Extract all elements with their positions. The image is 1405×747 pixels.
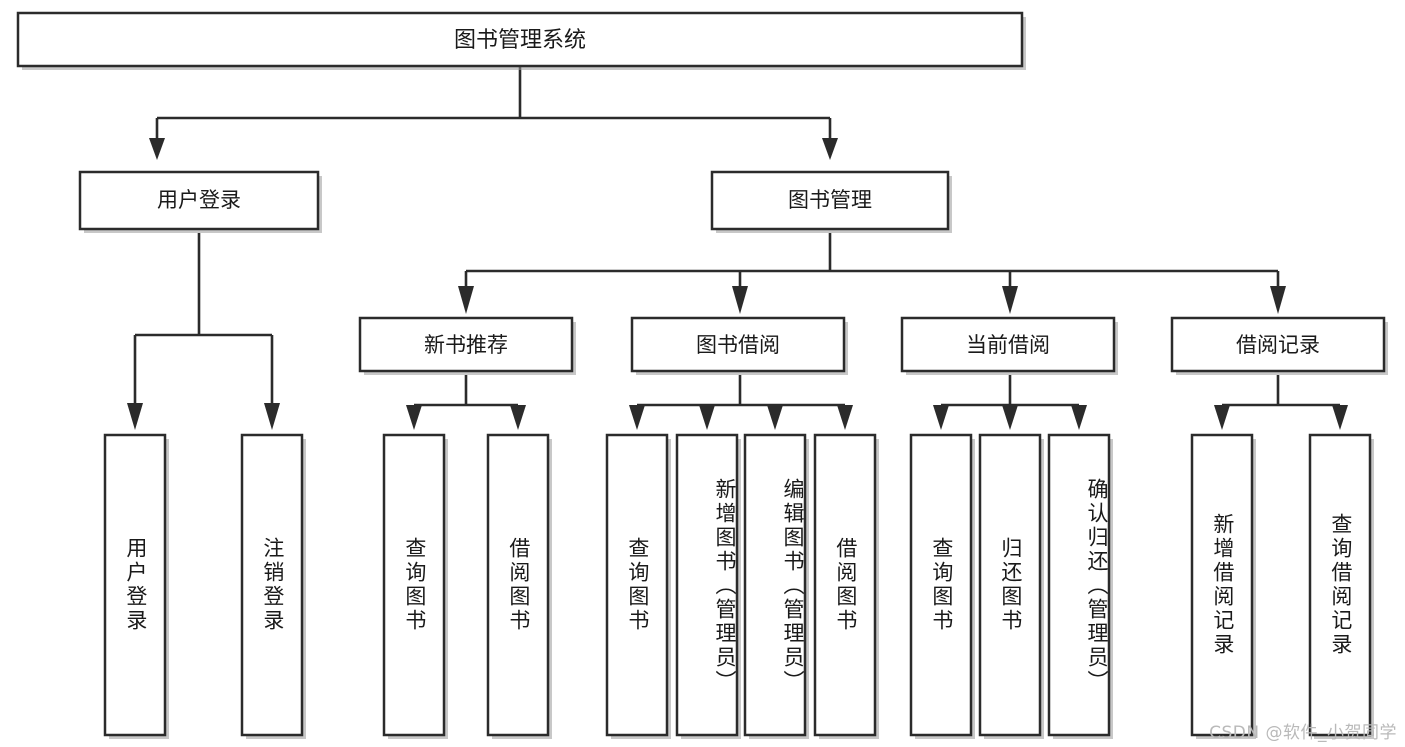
arrow-current-borrow-leaf-2 xyxy=(1002,405,1018,430)
node-book-management-box[interactable] xyxy=(710,170,950,231)
leaf-logout-login-box[interactable] xyxy=(240,433,304,737)
leaf-edit-book-admin-box[interactable] xyxy=(743,433,807,737)
node-root-box[interactable] xyxy=(16,11,1024,68)
node-new-book-recommend-box[interactable] xyxy=(358,316,574,373)
arrow-borrow-record-leaf-1 xyxy=(1214,405,1230,430)
leaf-query-books-3-box[interactable] xyxy=(909,433,973,737)
arrow-bm-to-new-book xyxy=(458,286,474,314)
node-book-management-label: 图书管理 xyxy=(788,188,872,212)
leaf-borrow-books-2-label: 借阅图书 xyxy=(833,537,858,633)
leaf-query-books-3-label: 查询图书 xyxy=(929,537,954,633)
leaf-add-borrow-record-box[interactable] xyxy=(1190,433,1254,737)
leaf-box-group xyxy=(103,433,1374,739)
arrow-book-borrow-leaf-4 xyxy=(837,405,853,430)
arrow-root-to-book-management xyxy=(822,138,838,160)
leaf-query-borrow-record-label: 查询借阅记录 xyxy=(1328,513,1353,657)
node-borrow-record-box[interactable] xyxy=(1170,316,1386,373)
node-user-login-label: 用户登录 xyxy=(157,188,241,212)
node-current-borrow-box[interactable] xyxy=(900,316,1116,373)
arrow-book-borrow-leaf-2 xyxy=(699,405,715,430)
leaf-borrow-books-2-box[interactable] xyxy=(813,433,877,737)
arrow-current-borrow-leaf-3 xyxy=(1071,405,1087,430)
leaf-confirm-return-admin-box[interactable] xyxy=(1047,433,1111,737)
arrow-root-to-user-login xyxy=(149,138,165,160)
arrow-borrow-record-leaf-2 xyxy=(1332,405,1348,430)
node-borrow-record-label: 借阅记录 xyxy=(1236,333,1320,357)
arrow-new-book-leaf-1 xyxy=(406,405,422,430)
leaf-query-borrow-record-box[interactable] xyxy=(1308,433,1372,737)
leaf-query-books-1-box[interactable] xyxy=(382,433,446,737)
leaf-borrow-books-1-box[interactable] xyxy=(486,433,550,737)
node-current-borrow-label: 当前借阅 xyxy=(966,333,1050,357)
node-user-login-box[interactable] xyxy=(78,170,320,231)
arrow-new-book-leaf-2 xyxy=(510,405,526,430)
node-user-login[interactable]: 用户登录 xyxy=(78,170,322,233)
leaf-add-borrow-record-label: 新增借阅记录 xyxy=(1210,513,1235,657)
leaf-user-login-box[interactable] xyxy=(103,433,167,737)
leaf-logout-login-label: 注销登录 xyxy=(260,537,285,633)
node-borrow-record[interactable]: 借阅记录 xyxy=(1170,316,1388,375)
leaf-query-books-1-label: 查询图书 xyxy=(402,537,427,633)
leaf-return-books-box[interactable] xyxy=(978,433,1042,737)
csdn-watermark: CSDN @软件_小贺同学 xyxy=(1209,723,1397,743)
leaf-add-book-admin-label: 新增图书（管理员） xyxy=(713,478,737,694)
arrow-user-login-leaf-2 xyxy=(264,403,280,430)
leaf-query-books-2-box[interactable] xyxy=(605,433,669,737)
leaf-query-books-2-label: 查询图书 xyxy=(625,537,650,633)
arrow-user-login-leaf-1 xyxy=(127,403,143,430)
arrow-bm-to-borrow-record xyxy=(1270,286,1286,314)
connector-group xyxy=(127,66,1348,430)
leaf-add-book-admin-box[interactable] xyxy=(675,433,739,737)
node-root-label: 图书管理系统 xyxy=(454,28,586,53)
arrow-bm-to-current-borrow xyxy=(1002,286,1018,314)
node-current-borrow[interactable]: 当前借阅 xyxy=(900,316,1118,375)
leaf-edit-book-admin-label: 编辑图书（管理员） xyxy=(781,478,805,694)
node-book-borrow-label: 图书借阅 xyxy=(696,333,780,357)
node-book-borrow-box[interactable] xyxy=(630,316,846,373)
node-root[interactable]: 图书管理系统 xyxy=(16,11,1026,70)
arrow-bm-to-book-borrow xyxy=(732,286,748,314)
node-new-book-recommend[interactable]: 新书推荐 xyxy=(358,316,576,375)
node-new-book-recommend-label: 新书推荐 xyxy=(424,333,508,357)
node-book-borrow[interactable]: 图书借阅 xyxy=(630,316,848,375)
leaf-borrow-books-1-label: 借阅图书 xyxy=(506,537,531,633)
leaf-confirm-return-admin-label: 确认归还（管理员） xyxy=(1085,478,1109,694)
arrow-book-borrow-leaf-1 xyxy=(629,405,645,430)
arrow-current-borrow-leaf-1 xyxy=(933,405,949,430)
node-book-management[interactable]: 图书管理 xyxy=(710,170,952,233)
leaf-return-books-label: 归还图书 xyxy=(998,537,1023,633)
leaf-user-login-label: 用户登录 xyxy=(123,537,148,633)
arrow-book-borrow-leaf-3 xyxy=(767,405,783,430)
